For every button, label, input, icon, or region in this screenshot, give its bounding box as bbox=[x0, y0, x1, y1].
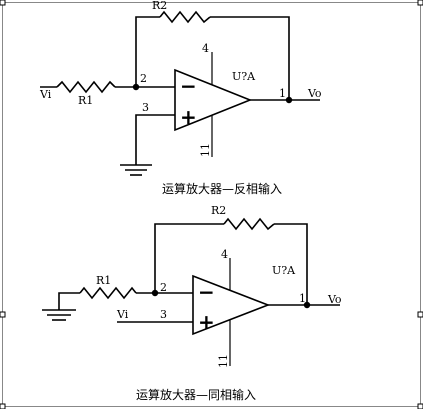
inverting-amplifier-circuit bbox=[40, 10, 320, 176]
noninverting-opamp-triangle bbox=[192, 274, 271, 336]
inverting-opamp-label: U?A bbox=[232, 70, 256, 83]
inverting-ground-wire bbox=[135, 114, 175, 165]
inverting-pin-2-label: 2 bbox=[140, 72, 147, 85]
inverting-plus-sign: + bbox=[180, 105, 197, 129]
noninverting-feedback-left-wire bbox=[154, 223, 224, 293]
noninverting-opamp-label: U?A bbox=[272, 264, 296, 277]
inverting-minus-sign: − bbox=[180, 74, 197, 98]
inverting-r1-label: R1 bbox=[78, 94, 93, 107]
inverting-caption: 运算放大器—反相输入 bbox=[162, 181, 282, 196]
resize-handle-top-left[interactable] bbox=[0, 0, 6, 6]
inverting-pin-3-label: 3 bbox=[142, 101, 149, 114]
noninverting-input-label: Vi bbox=[116, 308, 129, 321]
inverting-output-node bbox=[285, 96, 293, 104]
noninverting-amplifier-circuit bbox=[42, 217, 340, 366]
inverting-r1-resistor bbox=[56, 80, 116, 94]
inverting-r2-resistor bbox=[159, 10, 211, 24]
noninverting-r1-label: R1 bbox=[96, 274, 111, 287]
inverting-ground-symbol bbox=[120, 164, 152, 176]
noninverting-caption: 运算放大器—同相输入 bbox=[136, 387, 256, 402]
inverting-feedback-left-wire bbox=[135, 16, 160, 87]
noninverting-pin-4-label: 4 bbox=[221, 248, 228, 261]
noninverting-r2-label: R2 bbox=[211, 204, 226, 217]
noninverting-plus-sign: + bbox=[198, 310, 215, 334]
resize-handle-bottom-right[interactable] bbox=[417, 403, 423, 409]
resize-handle-left[interactable] bbox=[0, 311, 6, 318]
inverting-pin-11-label: 11 bbox=[199, 143, 212, 157]
inverting-input-label: Vi bbox=[39, 88, 52, 101]
resize-handle-right[interactable] bbox=[417, 311, 423, 318]
noninverting-output-label: Vo bbox=[327, 293, 342, 306]
noninverting-pin-11-label: 11 bbox=[217, 354, 230, 368]
noninverting-ground-symbol bbox=[42, 309, 76, 321]
noninverting-r2-resistor bbox=[223, 217, 275, 231]
noninverting-pin-1-label: 1 bbox=[299, 292, 306, 305]
inverting-r2-label: R2 bbox=[152, 0, 167, 12]
noninverting-output-node bbox=[303, 301, 311, 309]
inverting-output-label: Vo bbox=[307, 87, 322, 100]
noninverting-minus-sign: − bbox=[198, 280, 215, 304]
inverting-pin-4-label: 4 bbox=[202, 42, 209, 55]
noninverting-r1-resistor bbox=[79, 286, 137, 300]
resize-handle-top-right[interactable] bbox=[417, 0, 423, 6]
noninverting-feedback-right-wire bbox=[274, 223, 308, 305]
inverting-pin-1-label: 1 bbox=[279, 87, 286, 100]
noninverting-ground-wire bbox=[58, 292, 80, 310]
noninverting-pin-2-label: 2 bbox=[160, 281, 167, 294]
resize-handle-bottom-left[interactable] bbox=[0, 403, 6, 409]
noninverting-pin-3-label: 3 bbox=[160, 308, 167, 321]
inverting-feedback-right-wire bbox=[210, 16, 290, 100]
